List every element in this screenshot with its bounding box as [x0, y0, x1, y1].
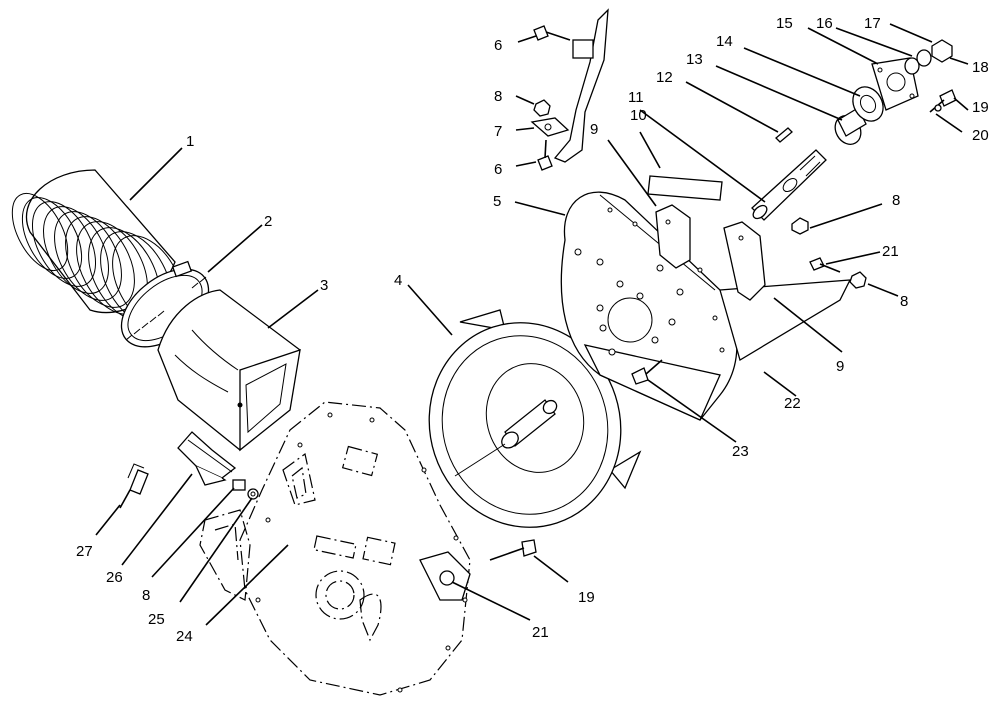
- callout-7: 7: [494, 123, 502, 140]
- part-bolt-19: [489, 539, 537, 561]
- callout-8b: 8: [892, 192, 900, 209]
- part-top-bracket: [553, 8, 609, 163]
- callout-9b: 9: [836, 358, 844, 375]
- callout-25: 25: [148, 611, 165, 628]
- callout-9a: 9: [590, 121, 598, 138]
- part-nut-8c: [849, 271, 867, 289]
- callout-3: 3: [320, 277, 328, 294]
- callout-8a: 8: [494, 88, 502, 105]
- callout-8d: 8: [142, 587, 150, 604]
- callout-20: 20: [972, 127, 989, 144]
- callout-12: 12: [656, 69, 673, 86]
- callout-8c: 8: [900, 293, 908, 310]
- part-impeller: [428, 309, 642, 528]
- callout-24: 24: [176, 628, 193, 645]
- part-bolt-6a: [533, 25, 571, 41]
- part-small-nuts: [232, 479, 259, 500]
- callout-1: 1: [186, 133, 194, 150]
- part-bearing-14: [852, 86, 884, 122]
- part-bearing-plate-21: [419, 551, 471, 601]
- callout-2: 2: [264, 213, 272, 230]
- callout-23: 23: [732, 443, 749, 460]
- callout-13: 13: [686, 51, 703, 68]
- callout-15: 15: [776, 15, 793, 32]
- part-washers-16-17: [904, 39, 953, 75]
- callout-6a: 6: [494, 37, 502, 54]
- callout-27: 27: [76, 543, 93, 560]
- part-key-12: [775, 127, 793, 143]
- callout-18: 18: [972, 59, 989, 76]
- part-rear-housing-phantom: [199, 401, 471, 696]
- callout-labels: 1 2 3 4 5 6 8 7 6 9 10 11 12 13 14 15 16…: [76, 15, 989, 645]
- callout-19a: 19: [972, 99, 989, 116]
- callout-10: 10: [630, 107, 647, 124]
- part-chute-handle: [177, 431, 237, 486]
- callout-4: 4: [394, 272, 402, 289]
- callout-17: 17: [864, 15, 881, 32]
- leader-lines: [95, 23, 969, 626]
- callout-6b: 6: [494, 161, 502, 178]
- part-nut-8a: [533, 99, 551, 117]
- part-bolt-19-top: [929, 89, 957, 113]
- part-shear-plate-10: [647, 175, 723, 201]
- part-pin: [119, 463, 149, 509]
- callout-5: 5: [493, 193, 501, 210]
- part-bolt-23: [631, 359, 663, 385]
- part-bolt-21: [809, 257, 841, 273]
- callout-26: 26: [106, 569, 123, 586]
- part-chute-adapter: [157, 289, 301, 452]
- part-bolt-6b: [537, 139, 553, 171]
- part-shaft-11: [751, 149, 827, 221]
- callout-21a: 21: [882, 243, 899, 260]
- part-front-housing: [560, 191, 852, 421]
- part-plate-7: [530, 117, 570, 137]
- callout-21b: 21: [532, 624, 549, 641]
- callout-11: 11: [628, 89, 644, 106]
- callout-19b: 19: [578, 589, 595, 606]
- callout-22: 22: [784, 395, 801, 412]
- part-nut-8b: [791, 217, 809, 235]
- callout-14: 14: [716, 33, 733, 50]
- part-bracket-9: [655, 204, 766, 301]
- callout-16: 16: [816, 15, 833, 32]
